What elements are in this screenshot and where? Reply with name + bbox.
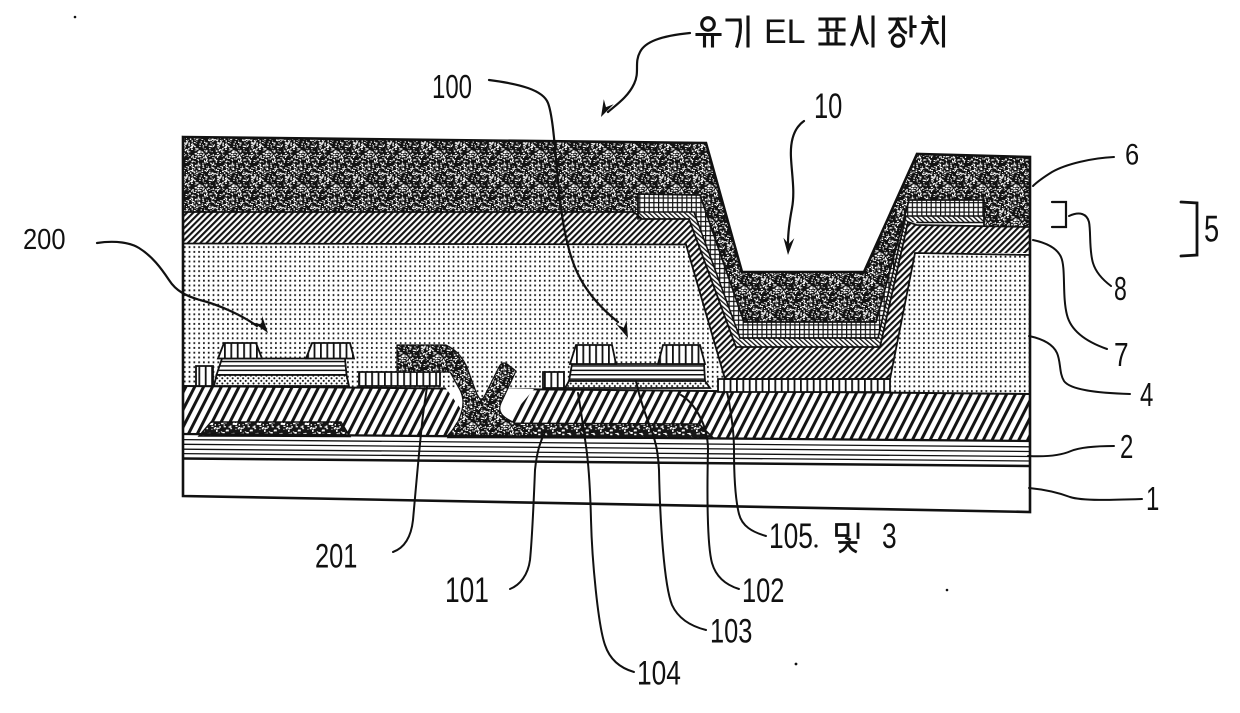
svg-text:7: 7 <box>1114 337 1129 374</box>
svg-text:100: 100 <box>432 69 472 106</box>
svg-text:101: 101 <box>445 570 489 610</box>
svg-text:102: 102 <box>742 571 784 610</box>
svg-text:10: 10 <box>814 87 842 126</box>
svg-text:1: 1 <box>1146 481 1159 518</box>
svg-text:3: 3 <box>882 516 897 556</box>
svg-text:6: 6 <box>1125 138 1139 171</box>
svg-text:201: 201 <box>315 538 357 575</box>
svg-text:8: 8 <box>1114 271 1127 308</box>
svg-text:103: 103 <box>710 613 752 650</box>
svg-text:2: 2 <box>1120 429 1133 466</box>
svg-text:200: 200 <box>23 222 66 255</box>
svg-text:5: 5 <box>1204 207 1219 249</box>
svg-text:105: 105 <box>769 516 813 556</box>
svg-text:4: 4 <box>1140 377 1153 414</box>
svg-text:104: 104 <box>637 654 681 692</box>
svg-text:EL: EL <box>764 13 806 51</box>
